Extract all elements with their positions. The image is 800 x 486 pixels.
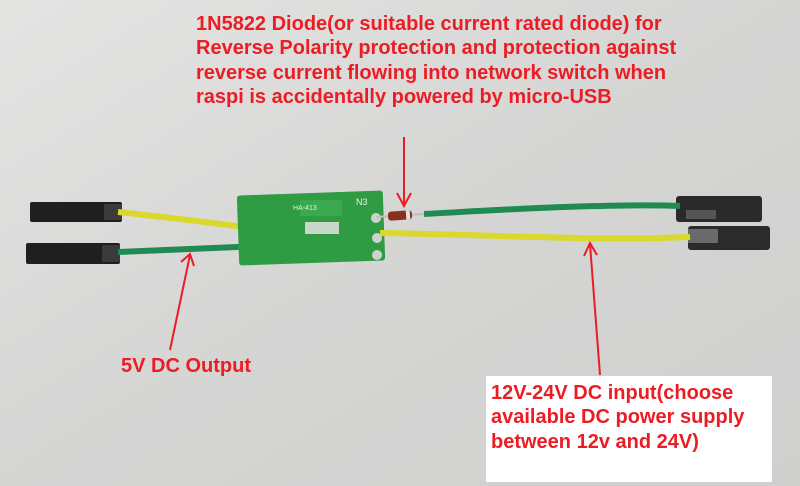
yellow-wire-right xyxy=(379,230,691,242)
input-annotation-box xyxy=(486,376,772,482)
green-wire-right xyxy=(423,202,681,217)
diode-arrow xyxy=(396,137,412,209)
input-connector-top xyxy=(676,196,762,222)
input-connector-bottom xyxy=(688,226,770,250)
input-arrow xyxy=(583,240,601,376)
pcb-module: HA-413 N3 xyxy=(236,190,386,266)
pcb-silkscreen-label: HA-413 xyxy=(293,205,317,212)
input-annotation: 12V-24V DC input(choose available DC pow… xyxy=(491,382,745,453)
pcb-pad-label: N3 xyxy=(356,197,368,207)
diode-annotation: 1N5822 Diode(or suitable current rated d… xyxy=(196,13,677,109)
output-arrow xyxy=(169,252,195,351)
output-annotation: 5V DC Output xyxy=(121,355,251,377)
output-connector-top xyxy=(30,202,122,222)
output-connector-bottom xyxy=(26,243,120,264)
diode xyxy=(375,210,425,221)
